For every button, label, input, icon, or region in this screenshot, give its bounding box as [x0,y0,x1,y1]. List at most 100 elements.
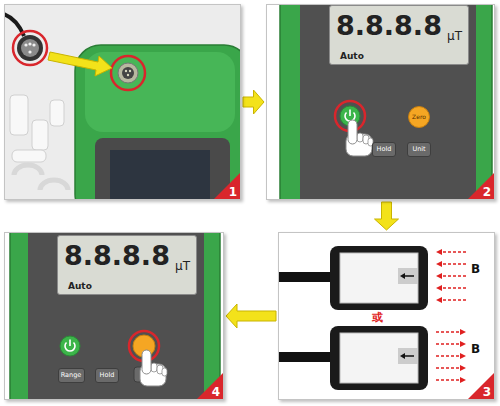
connector-photo [12,150,46,162]
probe-orientation [460,377,466,383]
function-key: Hold [372,142,396,157]
meter-front [300,4,476,200]
connector-photo [125,70,127,72]
meter-front [346,120,373,156]
step-arrow [226,304,276,328]
probe-orientation [436,343,461,344]
meter-front [10,232,220,400]
range-mode: Auto [68,282,92,291]
connector-photo [111,56,145,90]
probe-orientation [460,341,466,347]
probe-orientation [398,348,418,364]
meter-front [60,336,80,356]
probe-orientation [340,253,418,303]
lcd-reading: 8.8.8.8 [336,12,442,39]
probe-orientation [441,299,466,300]
step-number: 3 [483,386,491,398]
probe-orientation [398,268,418,284]
probe-orientation [436,261,442,267]
probe-orientation [278,352,332,362]
probe-orientation [278,272,332,282]
connector-photo [4,14,241,200]
meter-front [280,4,492,200]
probe-orientation [460,329,466,383]
button-label: Hold [377,146,392,153]
probe-orientation [441,263,466,264]
step-corner [196,372,224,400]
probe-orientation [436,249,442,255]
connector-photo [28,42,31,45]
panel-grounds [4,4,241,200]
step-corner [213,172,241,200]
probe-orientation [436,273,442,279]
probe-orientation [400,353,405,359]
connector-photo [95,138,230,200]
step-arrow [243,90,264,114]
step-corner [467,172,495,200]
probe-orientation [441,287,466,288]
step-panel: 48.8.8.8μTAutoRangeHold [4,232,224,400]
meter-front [28,232,204,400]
probe-orientation [404,275,414,277]
button-label: Range [61,372,82,379]
connector-photo [21,39,39,57]
connector-photo [110,150,210,200]
connector-photo [32,43,35,46]
probe-orientation [460,329,466,335]
probe-orientation [340,333,418,383]
connector-photo [13,31,47,65]
step-panel: 1 [4,4,241,200]
function-key: Range [58,368,85,383]
field-symbol: B [471,343,480,355]
probe-orientation [404,355,414,357]
probe-orientation [400,273,405,279]
range-mode: Auto [340,52,364,61]
probe-orientation [330,326,428,390]
connector-photo [17,35,43,61]
connector-photo [40,180,68,190]
function-key: Hold [95,368,119,383]
step-panel: 2 8.8.8.8 μT AutoZeroHold Unit [266,4,495,200]
probe-orientation [441,252,466,300]
button-label: Unit [412,146,425,153]
function-key: Unit [407,142,431,157]
probe-orientation [441,275,466,276]
probe-orientation [436,249,442,303]
probe-orientation [436,355,461,356]
meter-front [69,340,71,347]
lcd-display: 8.8.8.8 μT Auto [329,5,469,65]
step-number: 1 [229,186,237,198]
step-number: 2 [483,186,491,198]
connector-photo [127,74,129,76]
panel-grounds [4,4,495,400]
meter-front [349,110,351,117]
probe-orientation [436,367,461,368]
connector-photo [48,52,112,76]
probe-orientation [278,246,466,390]
meter-front [280,4,492,200]
step-arrow [375,202,399,230]
field-symbol: B [471,263,480,275]
probe-orientation [436,331,461,332]
connector-photo [10,95,28,135]
connector-photo [28,50,31,53]
zero-button: Zero [408,106,430,128]
meter-front [10,232,220,400]
or-note: 或 [372,312,383,323]
button-label: Hold [100,372,115,379]
probe-orientation [460,365,466,371]
probe-orientation [436,379,461,380]
connector-photo [129,70,131,72]
unit-symbol: μT [175,260,190,272]
step-number: 4 [212,386,220,398]
probe-orientation [330,246,428,310]
probe-orientation [441,251,466,252]
panel-grounds [278,232,495,400]
step-corner [196,172,495,400]
probe-orientation [436,285,442,291]
unit-symbol: μT [447,30,462,42]
meter-front [140,350,167,386]
button-label: Zero [412,114,426,120]
connector-photo [24,43,27,46]
